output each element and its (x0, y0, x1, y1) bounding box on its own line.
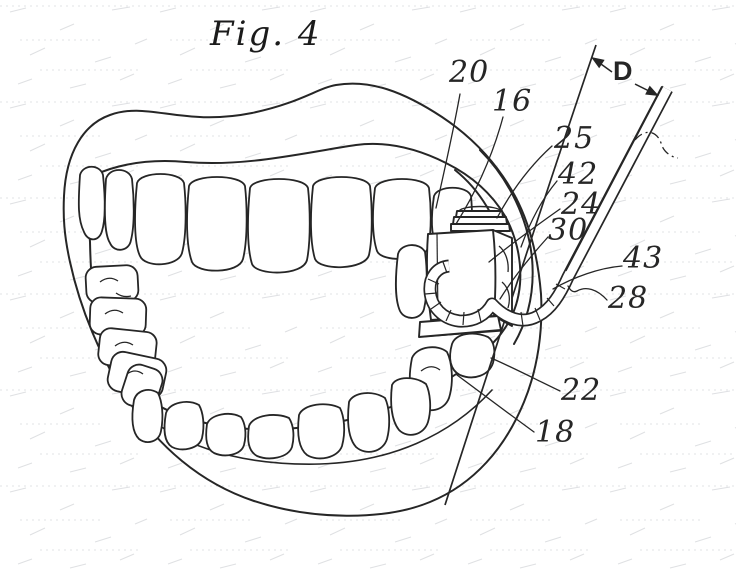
reference-label-22: 22 (561, 373, 602, 408)
leader-18 (456, 374, 535, 433)
leader-lines (435, 93, 623, 433)
leader-25 (496, 145, 553, 219)
leader-20 (435, 93, 461, 209)
figure-title: Fig. 4 (210, 14, 322, 54)
reference-label-43: 43 (623, 241, 664, 276)
reference-label-24: 24 (561, 187, 602, 222)
reference-label-16: 16 (492, 84, 533, 119)
reference-label-25: 25 (554, 121, 595, 156)
dimension-label-d: D (613, 56, 633, 86)
leader-43 (552, 265, 623, 290)
attachment-plate (452, 216, 508, 225)
tube-body (425, 86, 672, 326)
leader-22 (490, 357, 561, 392)
left-molars (84, 264, 168, 411)
tube-rib-marks (424, 261, 566, 327)
tube-break-mark (634, 131, 679, 159)
lower-teeth (131, 332, 496, 460)
attachment-plate (450, 223, 511, 232)
reference-label-30: 30 (548, 213, 589, 248)
facebow-tube (423, 85, 679, 328)
dimension-d (591, 57, 659, 96)
upper-teeth (77, 165, 473, 274)
molar-crease-marks (99, 277, 144, 375)
dimension-arrow-right (645, 85, 659, 96)
reference-label-42: 42 (558, 157, 599, 192)
lower-molar-22 (449, 332, 496, 379)
upper-molar-20 (395, 244, 428, 319)
reference-label-20: 20 (449, 55, 490, 90)
reference-line (444, 44, 597, 506)
tube-inner-line (565, 85, 664, 272)
reference-label-28: 28 (608, 281, 649, 316)
reference-label-18: 18 (535, 415, 576, 450)
leader-28 (567, 285, 608, 301)
dimension-arrow-left (591, 57, 605, 69)
leader-16 (455, 116, 504, 225)
leader-24 (488, 208, 561, 263)
leader-42 (520, 180, 558, 248)
leader-30 (499, 236, 549, 300)
